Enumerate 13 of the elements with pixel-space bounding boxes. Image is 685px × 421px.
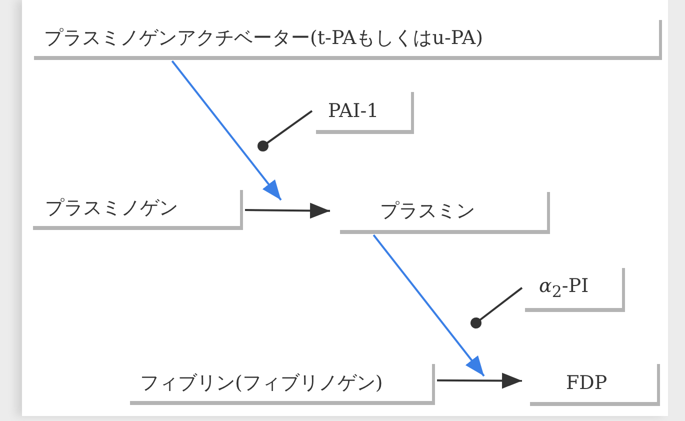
inhibition-line	[258, 110, 313, 152]
inhibitor-label: α$_{2}$-PI	[525, 268, 625, 312]
arrow	[437, 372, 522, 389]
label-box: プラスミノゲン	[33, 190, 243, 230]
label-box: フィブリン(フィブリノゲン)	[130, 364, 435, 405]
label-box: FDP	[530, 364, 660, 406]
arrow	[171, 60, 282, 201]
arrow	[372, 234, 485, 377]
inhibition-line	[470, 287, 523, 328]
inhibitor-label: PAI-1	[316, 92, 414, 134]
arrow	[244, 202, 330, 219]
label-box: プラスミン	[340, 192, 550, 234]
label-box: プラスミノゲンアクチベーター(t-PAもしくはu-PA)	[34, 20, 662, 60]
